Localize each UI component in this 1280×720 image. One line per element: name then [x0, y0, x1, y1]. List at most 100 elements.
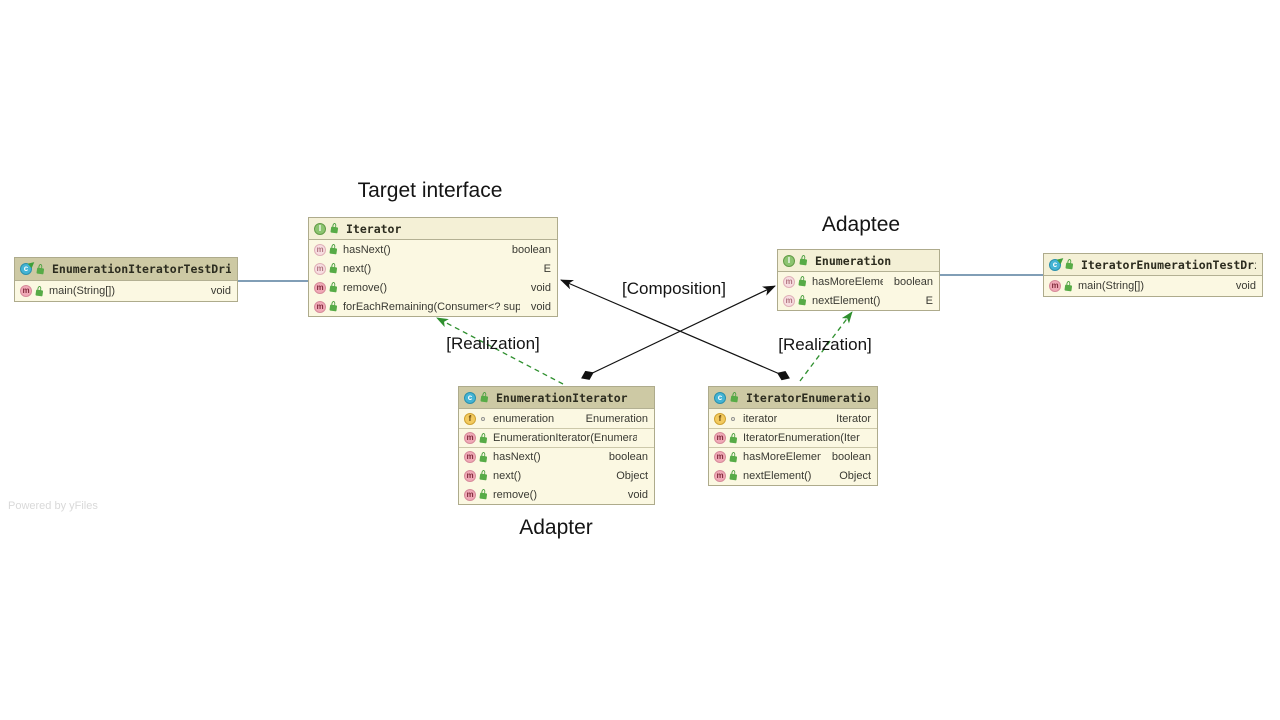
- class-name: EnumerationIterator: [496, 390, 628, 405]
- abstract-method-icon: m: [314, 262, 326, 275]
- field-row[interactable]: f enumeration Enumeration: [459, 409, 654, 428]
- composition-edge-iteratorenumeration-to-iterator[interactable]: [560, 279, 790, 381]
- class-box-enumeration[interactable]: I Enumeration m hasMoreElements() boolea…: [777, 249, 940, 311]
- member-type: Iterator: [836, 412, 871, 425]
- member-row[interactable]: m forEachRemaining(Consumer<? super E>) …: [309, 297, 557, 316]
- member-row[interactable]: m next() Object: [459, 466, 654, 485]
- member-row[interactable]: m hasMoreElements() boolean: [778, 272, 939, 291]
- member-name: hasMoreElements(): [743, 451, 821, 463]
- realization-edge-label-right: [Realization]: [778, 335, 872, 354]
- class-box-iterator-enumeration[interactable]: c IteratorEnumeration f iterator Iterato…: [708, 386, 878, 486]
- constructor-row[interactable]: m EnumerationIterator(Enumeration): [459, 428, 654, 447]
- public-visibility-icon: [328, 262, 338, 274]
- public-visibility-icon: [478, 488, 488, 500]
- class-box-enumeration-iterator-test-drive[interactable]: c EnumerationIteratorTestDrive m main(St…: [14, 257, 238, 302]
- class-box-iterator[interactable]: I Iterator m hasNext() boolean m next() …: [308, 217, 558, 317]
- class-header-enumeration-iterator-test-drive[interactable]: c EnumerationIteratorTestDrive: [15, 258, 237, 281]
- public-visibility-icon: [328, 281, 338, 293]
- class-header-iterator[interactable]: I Iterator: [309, 218, 557, 240]
- public-visibility-icon: [1064, 258, 1074, 270]
- runnable-class-icon: c: [20, 263, 32, 275]
- method-icon: m: [464, 469, 476, 482]
- runnable-class-icon: c: [1049, 258, 1061, 271]
- public-visibility-icon: [479, 391, 489, 403]
- member-name: forEachRemaining(Consumer<? super E>): [343, 300, 520, 313]
- member-row[interactable]: m main(String[]) void: [15, 281, 237, 301]
- member-name: iterator: [743, 412, 778, 425]
- member-row[interactable]: m hasMoreElements() boolean: [709, 447, 877, 466]
- member-name: remove(): [493, 488, 538, 501]
- member-name: next(): [343, 262, 372, 275]
- member-type: void: [1235, 280, 1256, 292]
- class-header-enumeration[interactable]: I Enumeration: [778, 250, 939, 272]
- member-name: next(): [493, 469, 522, 482]
- member-type: Object: [616, 469, 648, 482]
- adapter-label: Adapter: [519, 516, 593, 539]
- field-row[interactable]: f iterator Iterator: [709, 409, 877, 428]
- class-icon: c: [464, 391, 476, 404]
- public-visibility-icon: [797, 275, 807, 287]
- member-row[interactable]: m nextElement() Object: [709, 466, 877, 485]
- class-header-iterator-enumeration-test-drive[interactable]: c IteratorEnumerationTestDrive: [1044, 254, 1262, 276]
- method-icon: m: [464, 432, 476, 444]
- public-visibility-icon: [35, 263, 45, 275]
- realization-edge-enumerationiterator-to-iterator[interactable]: [436, 317, 564, 385]
- member-row[interactable]: m remove() void: [459, 485, 654, 504]
- target-interface-label: Target interface: [357, 179, 503, 202]
- method-icon: m: [714, 432, 726, 444]
- member-row[interactable]: m remove() void: [309, 278, 557, 297]
- member-name: remove(): [343, 281, 388, 294]
- abstract-method-icon: m: [314, 243, 326, 256]
- member-name: main(String[]): [1078, 280, 1145, 292]
- member-row[interactable]: m nextElement() E: [778, 291, 939, 310]
- class-name: IteratorEnumeration: [746, 390, 871, 405]
- member-name: main(String[]): [49, 285, 116, 297]
- public-visibility-icon: [328, 300, 338, 312]
- member-name: hasNext(): [493, 451, 541, 463]
- field-icon: f: [464, 412, 476, 425]
- member-name: hasMoreElements(): [812, 275, 883, 288]
- class-name: IteratorEnumerationTestDrive: [1081, 257, 1256, 272]
- member-name: EnumerationIterator(Enumeration): [493, 432, 637, 444]
- member-row[interactable]: m hasNext() boolean: [309, 240, 557, 259]
- public-visibility-icon: [34, 285, 44, 297]
- public-visibility-icon: [797, 294, 807, 306]
- composition-edge-enumerationiterator-to-enumeration[interactable]: [581, 285, 776, 380]
- class-name: Iterator: [346, 221, 402, 236]
- public-visibility-icon: [798, 254, 808, 266]
- realization-edge-label-left: [Realization]: [446, 334, 540, 353]
- interface-icon: I: [314, 222, 326, 235]
- abstract-method-icon: m: [783, 294, 795, 307]
- member-type: void: [210, 285, 231, 297]
- method-icon: m: [464, 451, 476, 463]
- class-icon: c: [714, 391, 726, 404]
- public-visibility-icon: [728, 451, 738, 463]
- method-icon: m: [314, 300, 326, 313]
- class-box-enumeration-iterator[interactable]: c EnumerationIterator f enumeration Enum…: [458, 386, 655, 505]
- member-row[interactable]: m main(String[]) void: [1044, 276, 1262, 296]
- member-row[interactable]: m next() E: [309, 259, 557, 278]
- package-visibility-icon: [479, 413, 488, 424]
- class-header-iterator-enumeration[interactable]: c IteratorEnumeration: [709, 387, 877, 409]
- member-type: E: [543, 262, 551, 275]
- public-visibility-icon: [478, 469, 488, 481]
- public-visibility-icon: [478, 432, 488, 444]
- member-name: nextElement(): [812, 294, 881, 307]
- constructor-row[interactable]: m IteratorEnumeration(Iterator): [709, 428, 877, 447]
- abstract-method-icon: m: [783, 275, 795, 288]
- member-type: Object: [839, 469, 871, 482]
- composition-edge-label: [Composition]: [622, 279, 726, 298]
- member-row[interactable]: m hasNext() boolean: [459, 447, 654, 466]
- class-header-enumeration-iterator[interactable]: c EnumerationIterator: [459, 387, 654, 409]
- public-visibility-icon: [728, 469, 738, 481]
- public-visibility-icon: [328, 243, 338, 255]
- member-name: hasNext(): [343, 243, 391, 256]
- member-type: void: [627, 488, 648, 501]
- realization-edge-iteratorenumeration-to-enumeration[interactable]: [799, 311, 853, 382]
- class-box-iterator-enumeration-test-drive[interactable]: c IteratorEnumerationTestDrive m main(St…: [1043, 253, 1263, 297]
- public-visibility-icon: [1063, 280, 1073, 292]
- method-icon: m: [314, 281, 326, 294]
- member-type: boolean: [893, 275, 933, 288]
- yfiles-watermark: Powered by yFiles: [8, 500, 98, 512]
